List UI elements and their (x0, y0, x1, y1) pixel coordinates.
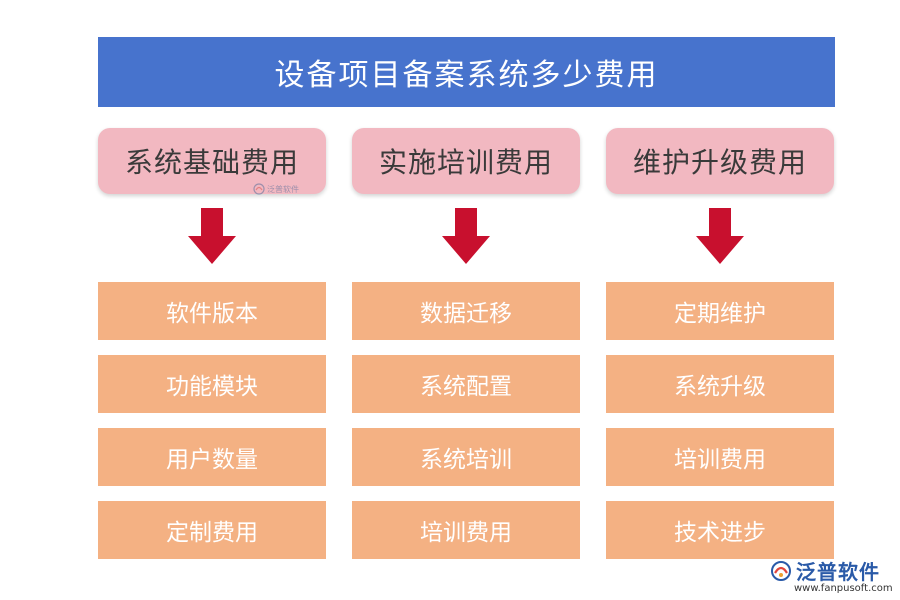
list-item: 培训费用 (606, 428, 834, 486)
column-header-label: 实施培训费用 (378, 146, 553, 179)
list-item-label: 技术进步 (674, 520, 766, 546)
list-item: 数据迁移 (352, 282, 580, 340)
list-item: 用户数量 (98, 428, 326, 486)
down-arrow-icon (696, 208, 744, 264)
column-header-label: 系统基础费用 (124, 146, 299, 179)
column-maintenance-fee: 维护升级费用 定期维护 系统升级 培训费用 技术进步 (606, 0, 835, 600)
down-arrow-icon (442, 208, 490, 264)
column-basic-fee: 系统基础费用 软件版本 功能模块 用户数量 定制费用 (98, 0, 327, 600)
title-banner: 设备项目备案系统多少费用 (98, 37, 835, 107)
down-arrow-icon (188, 208, 236, 264)
list-item-label: 功能模块 (166, 374, 258, 400)
list-item-label: 定期维护 (674, 301, 766, 327)
list-item-label: 系统配置 (420, 374, 512, 400)
list-item-label: 培训费用 (674, 447, 766, 473)
list-item: 系统配置 (352, 355, 580, 413)
list-item-label: 数据迁移 (420, 301, 512, 327)
column-header: 实施培训费用 (352, 128, 580, 194)
list-item-label: 用户数量 (166, 447, 258, 473)
watermark: 泛普软件 (253, 183, 299, 195)
fanpu-logo-icon (253, 183, 265, 195)
list-item-label: 系统培训 (420, 447, 512, 473)
list-item: 定期维护 (606, 282, 834, 340)
watermark-text: 泛普软件 (267, 184, 299, 194)
list-item: 软件版本 (98, 282, 326, 340)
list-item: 功能模块 (98, 355, 326, 413)
column-header: 维护升级费用 (606, 128, 834, 194)
list-item-label: 培训费用 (420, 520, 512, 546)
list-item-label: 系统升级 (674, 374, 766, 400)
brand-logo: 泛普软件 www.fanpusoft.com (770, 556, 893, 594)
list-item-label: 软件版本 (166, 301, 258, 327)
column-header: 系统基础费用 (98, 128, 326, 194)
list-item: 定制费用 (98, 501, 326, 559)
list-item: 系统升级 (606, 355, 834, 413)
column-implementation-fee: 实施培训费用 数据迁移 系统配置 系统培训 培训费用 (352, 0, 581, 600)
diagram-title: 设备项目备案系统多少费用 (274, 58, 659, 93)
list-item-label: 定制费用 (166, 520, 258, 546)
list-item: 培训费用 (352, 501, 580, 559)
fanpu-logo-icon (771, 560, 791, 581)
brand-url: www.fanpusoft.com (794, 583, 893, 594)
column-header-label: 维护升级费用 (632, 146, 807, 179)
list-item: 系统培训 (352, 428, 580, 486)
list-item: 技术进步 (606, 501, 834, 559)
brand-name: 泛普软件 (796, 560, 880, 584)
